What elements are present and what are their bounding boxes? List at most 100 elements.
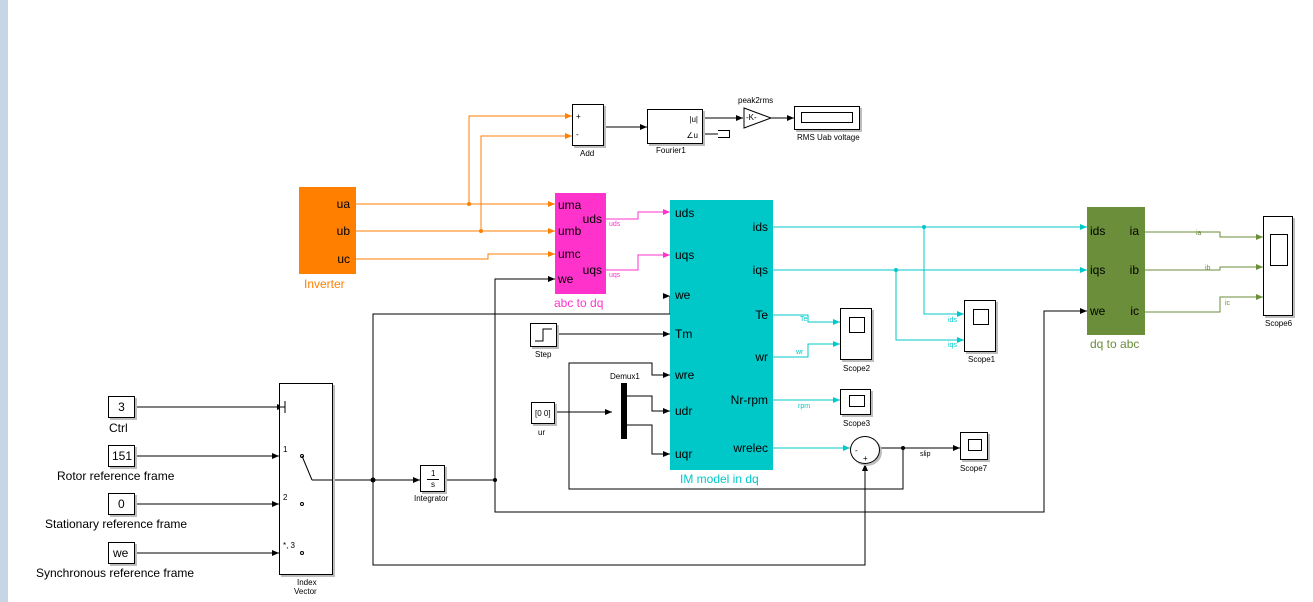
scope1-block[interactable] <box>964 300 996 352</box>
im-in-we: we <box>675 288 691 302</box>
ctrl-constant-block[interactable]: 3 <box>108 396 135 418</box>
fraction-bar <box>427 479 439 480</box>
dq-abc-in-we: we <box>1090 304 1106 318</box>
scope7-block[interactable] <box>960 432 988 460</box>
dq-abc-out-ia: ia <box>1129 224 1139 238</box>
rotor-ref-label: Rotor reference frame <box>57 469 175 483</box>
signal-label-ib: ib <box>1205 265 1211 272</box>
scope-screen <box>973 309 989 325</box>
scope2-label: Scope2 <box>843 364 871 373</box>
scope-screen <box>849 317 865 333</box>
step-icon <box>535 328 552 342</box>
line-ua-to-add <box>468 113 572 204</box>
index-port-1: 1 <box>283 445 288 454</box>
integrator-numerator: 1 <box>431 469 436 478</box>
display-window <box>801 112 853 123</box>
signal-label-te: Te <box>800 316 808 323</box>
sync-ref-value: we <box>113 546 129 560</box>
abc-dq-in-uma: uma <box>558 198 582 212</box>
dq-abc-in-iqs: iqs <box>1090 263 1106 277</box>
fourier-label: Fourier1 <box>656 146 686 155</box>
demux-block[interactable] <box>621 383 627 439</box>
dq-to-abc-block[interactable]: ids iqs we ia ib ic <box>1087 207 1145 335</box>
step-label: Step <box>535 350 552 359</box>
scope6-block[interactable] <box>1263 216 1293 316</box>
line-we-down <box>372 464 868 566</box>
im-model-block[interactable]: uds uqs we Tm wre udr uqr ids iqs Te wr … <box>670 200 773 470</box>
im-out-iqs: iqs <box>752 263 768 277</box>
scope-screen <box>849 395 865 407</box>
line-ub-to-add <box>480 133 572 231</box>
step-block[interactable] <box>530 323 557 347</box>
stationary-ref-value: 0 <box>118 497 125 511</box>
inverter-block[interactable]: ua ub uc <box>299 187 356 274</box>
im-out-wrelec: wrelec <box>733 441 768 455</box>
scope3-label: Scope3 <box>843 419 871 428</box>
line-wre-feedback <box>568 362 904 490</box>
terminator-icon[interactable] <box>718 130 730 138</box>
rms-display-block[interactable] <box>794 106 860 130</box>
line-uqs <box>606 252 670 271</box>
abc-to-dq-block[interactable]: uma umb umc we uds uqs <box>555 193 606 294</box>
ur-constant-block[interactable]: [0 0] <box>531 402 555 424</box>
sum-minus-sign: - <box>855 446 858 455</box>
stationary-ref-label: Stationary reference frame <box>45 517 188 531</box>
im-out-nr-rpm: Nr-rpm <box>730 393 768 407</box>
line-theta-abc <box>494 276 555 480</box>
dq-to-abc-label: dq to abc <box>1090 337 1140 351</box>
im-out-wr: wr <box>755 350 768 364</box>
ur-value: [0 0] <box>535 409 551 418</box>
dq-abc-out-ib: ib <box>1129 263 1139 277</box>
ur-label: ur <box>538 428 546 437</box>
line-uc <box>356 251 555 260</box>
fourier-angle-port: ∠u <box>686 131 698 140</box>
sync-ref-constant-block[interactable]: we <box>108 542 135 564</box>
add-minus-sign: - <box>576 130 579 139</box>
im-in-tm: Tm <box>675 327 693 341</box>
signal-label-uqs: uqs <box>609 272 621 279</box>
gain-label: peak2rms <box>738 96 774 105</box>
signal-label-wr: wr <box>796 349 804 356</box>
ctrl-label: Ctrl <box>109 421 128 435</box>
index-port-3: *, 3 <box>283 541 296 550</box>
im-in-uqr: uqr <box>675 447 693 461</box>
scope2-block[interactable] <box>840 308 872 360</box>
line-demux-uqr <box>627 424 670 457</box>
fourier-block[interactable]: |u| ∠u <box>647 109 703 144</box>
scope-screen <box>1270 234 1288 266</box>
index-vector-block[interactable]: 1 2 *, 3 <box>279 383 333 575</box>
scope3-block[interactable] <box>840 389 871 415</box>
im-in-uds: uds <box>675 206 695 220</box>
inverter-label: Inverter <box>304 277 345 291</box>
gain-value: -K- <box>746 113 757 122</box>
signal-label-ids: ids <box>948 317 957 324</box>
line-theta-dq <box>494 308 1087 513</box>
abc-dq-out-uds: uds <box>582 212 602 226</box>
integrator-denominator: s <box>431 480 435 489</box>
index-port-2: 2 <box>283 493 288 502</box>
dq-abc-out-ic: ic <box>1130 304 1139 318</box>
stationary-ref-constant-block[interactable]: 0 <box>108 493 135 515</box>
gain-triangle-icon[interactable] <box>743 107 773 129</box>
signal-label-slip: slip <box>920 451 931 458</box>
integrator-label: Integrator <box>414 494 449 503</box>
abc-dq-out-uqs: uqs <box>582 263 602 277</box>
line-uds <box>606 209 670 220</box>
line-iqs-scope1 <box>895 270 964 343</box>
index-vector-label-1: Index <box>297 578 317 587</box>
switch-icon <box>279 401 333 555</box>
fourier-magnitude-port: |u| <box>689 115 698 124</box>
signal-label-uds: uds <box>609 221 621 228</box>
rotor-ref-constant-block[interactable]: 151 <box>108 445 135 467</box>
line-demux-udr <box>627 395 670 414</box>
scope6-label: Scope6 <box>1265 319 1293 328</box>
im-in-udr: udr <box>675 404 693 418</box>
sum-block[interactable]: - + <box>850 436 880 464</box>
integrator-block[interactable]: 1 s <box>420 465 445 492</box>
dq-abc-in-ids: ids <box>1090 224 1106 238</box>
im-model-label: IM model in dq <box>680 472 759 486</box>
add-block[interactable]: + - <box>572 104 604 146</box>
ctrl-value: 3 <box>118 400 125 414</box>
signal-label-rpm: rpm <box>798 403 811 410</box>
